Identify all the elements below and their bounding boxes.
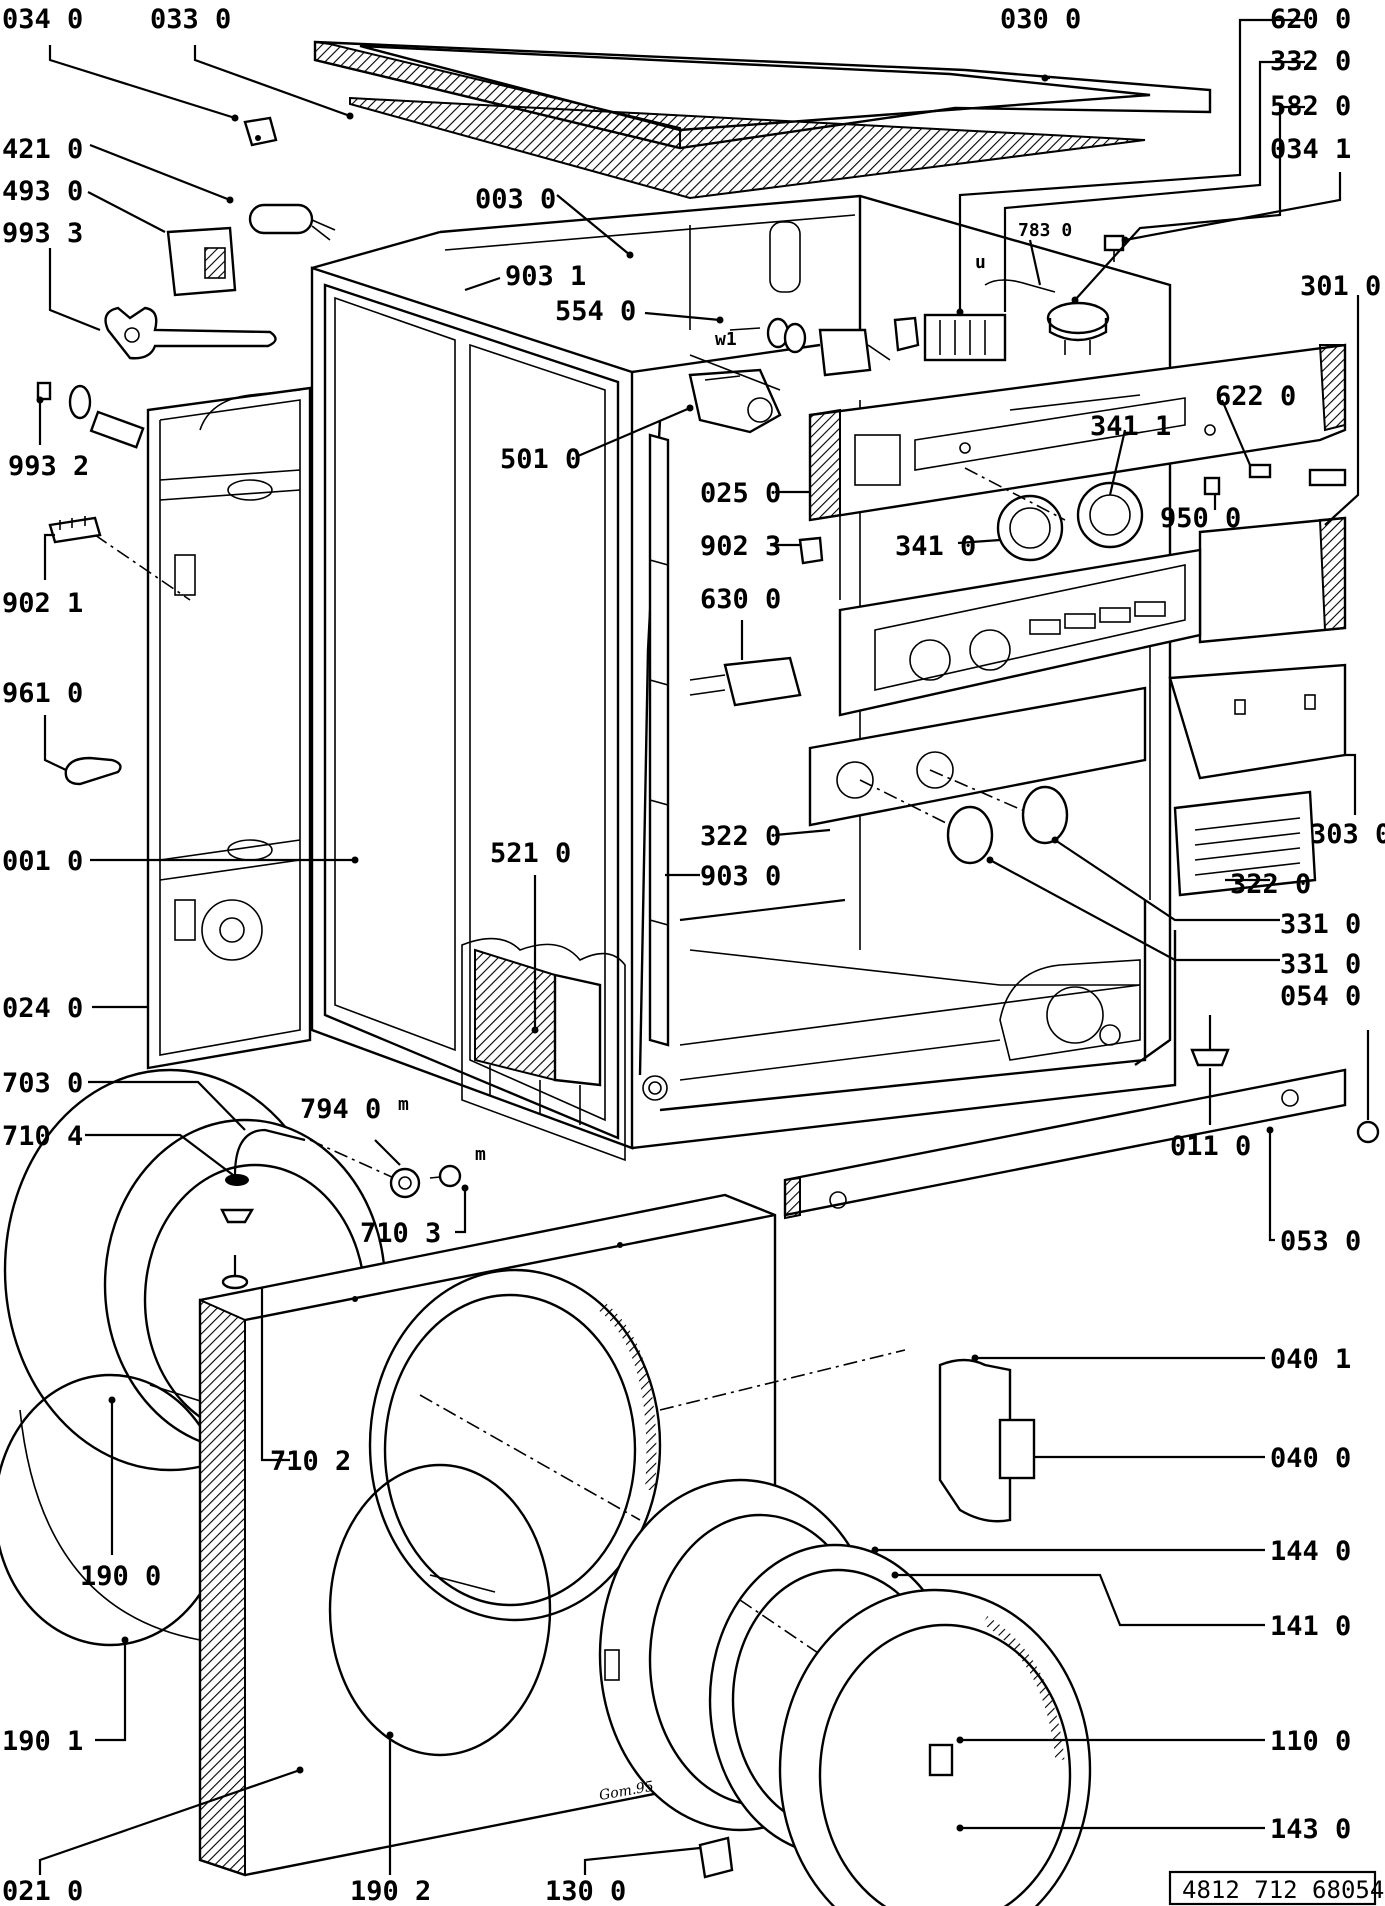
marker-w1: w1 [715, 329, 737, 350]
label-303-0: 303 0 [1310, 819, 1385, 850]
label-993-3: 993 3 [2, 218, 83, 249]
label-961-0: 961 0 [2, 678, 83, 709]
label-630-0: 630 0 [700, 584, 781, 615]
top-internal-parts [688, 234, 1125, 434]
label-501-0: 501 0 [500, 444, 581, 475]
label-903-1: 903 1 [505, 261, 586, 292]
label-902-1: 902 1 [2, 588, 83, 619]
label-710-4: 710 4 [2, 1121, 83, 1152]
label-144-0: 144 0 [1270, 1536, 1351, 1567]
label-322-0-a: 322 0 [700, 821, 781, 852]
label-030-0: 030 0 [1000, 4, 1081, 35]
cabinet-part [310, 194, 1177, 1162]
marker-u: u [975, 252, 986, 273]
label-054-0: 054 0 [1280, 981, 1361, 1012]
label-040-0: 040 0 [1270, 1443, 1351, 1474]
label-331-0-b: 331 0 [1280, 949, 1361, 980]
top-lid-part [313, 40, 1212, 200]
label-554-0: 554 0 [555, 296, 636, 327]
label-703-0: 703 0 [2, 1068, 83, 1099]
label-993-2: 993 2 [8, 451, 89, 482]
label-331-0-a: 331 0 [1280, 909, 1361, 940]
label-421-0: 421 0 [2, 134, 83, 165]
label-710-3: 710 3 [360, 1218, 441, 1249]
label-143-0: 143 0 [1270, 1814, 1351, 1845]
label-783-0: 783 0 [1018, 220, 1072, 241]
label-582-0: 582 0 [1270, 91, 1351, 122]
label-110-0: 110 0 [1270, 1726, 1351, 1757]
label-040-1: 040 1 [1270, 1344, 1351, 1375]
marker-m-794: m [398, 1094, 409, 1115]
label-341-1: 341 1 [1090, 411, 1171, 442]
label-190-0: 190 0 [80, 1561, 161, 1592]
label-950-0: 950 0 [1160, 503, 1241, 534]
small-parts-left [36, 116, 336, 786]
label-011-0: 011 0 [1170, 1131, 1251, 1162]
label-141-0: 141 0 [1270, 1611, 1351, 1642]
label-021-0: 021 0 [2, 1876, 83, 1906]
label-301-0: 301 0 [1300, 271, 1381, 302]
label-034-1: 034 1 [1270, 134, 1351, 165]
label-190-1: 190 1 [2, 1726, 83, 1757]
knob-panel-part [808, 686, 1147, 865]
label-794-0: 794 0 [300, 1094, 381, 1125]
label-710-2: 710 2 [270, 1446, 351, 1477]
label-902-3: 902 3 [700, 531, 781, 562]
label-024-0: 024 0 [2, 993, 83, 1024]
reference-code-box: 4812 712 68054 [1168, 1870, 1384, 1906]
label-620-0: 620 0 [1270, 4, 1351, 35]
label-053-0: 053 0 [1280, 1226, 1361, 1257]
control-panel-part [808, 343, 1347, 562]
label-025-0: 025 0 [700, 478, 781, 509]
label-190-2: 190 2 [350, 1876, 431, 1906]
leader-lines [36, 18, 1370, 1875]
reference-code: 4812 712 68054 [1182, 1876, 1384, 1904]
label-521-0: 521 0 [490, 838, 571, 869]
label-622-0: 622 0 [1215, 381, 1296, 412]
label-033-0: 033 0 [150, 4, 231, 35]
front-strip-part [1198, 516, 1347, 644]
label-034-0: 034 0 [2, 4, 83, 35]
label-003-0: 003 0 [475, 184, 556, 215]
label-493-0: 493 0 [2, 176, 83, 207]
label-001-0: 001 0 [2, 846, 83, 877]
back-panel-part [146, 386, 312, 1070]
label-903-0: 903 0 [700, 861, 781, 892]
marker-m-710: m [475, 1144, 486, 1165]
label-130-0: 130 0 [545, 1876, 626, 1906]
label-332-0: 332 0 [1270, 46, 1351, 77]
label-322-0-b: 322 0 [1230, 869, 1311, 900]
fascia-part [689, 536, 1347, 897]
kickplate-part [783, 1015, 1380, 1220]
label-341-0: 341 0 [895, 531, 976, 562]
